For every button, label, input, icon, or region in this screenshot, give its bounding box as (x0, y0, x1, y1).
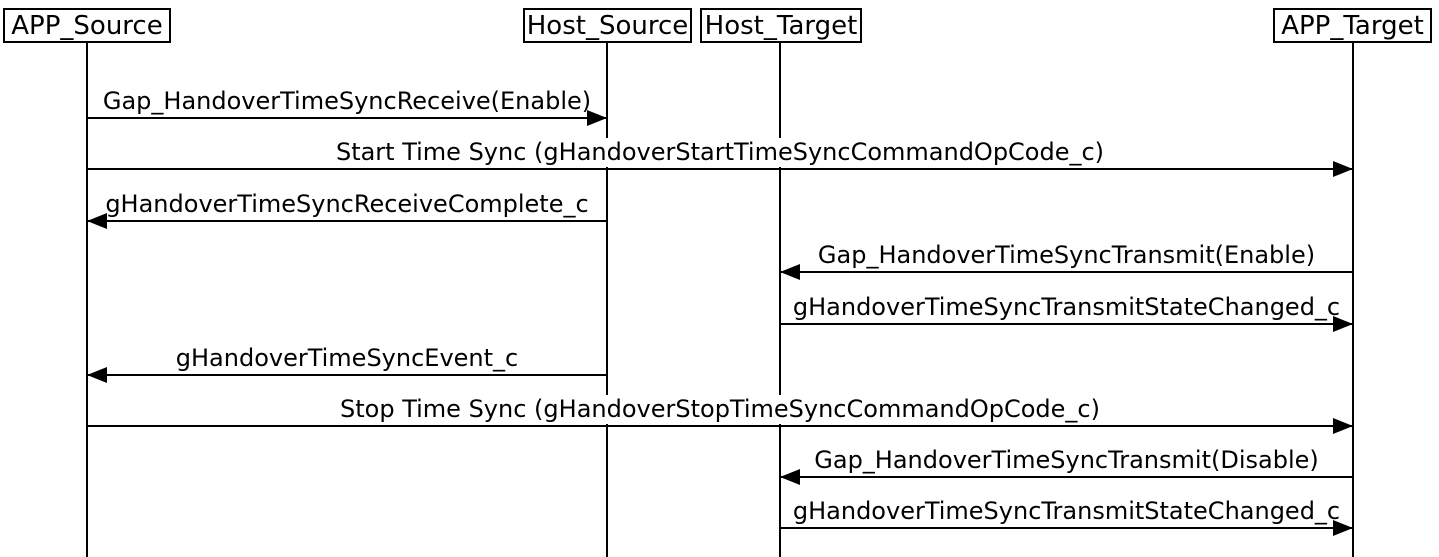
message-arrow-line (87, 117, 607, 119)
lifeline-host-source (606, 43, 608, 557)
lifeline-host-target (779, 43, 781, 557)
message-label: Start Time Sync (gHandoverStartTimeSyncC… (332, 138, 1108, 167)
actor-box-app-source: APP_Source (3, 8, 171, 43)
actor-label: Host_Source (526, 10, 689, 41)
actor-box-app-target: APP_Target (1273, 8, 1432, 43)
actor-label: APP_Target (1281, 10, 1424, 41)
message-arrow-line (780, 476, 1353, 478)
message-arrow-line (87, 374, 607, 376)
message-arrow-line (87, 220, 607, 222)
message-label: Gap_HandoverTimeSyncTransmit(Enable) (814, 241, 1319, 270)
message-label: Gap_HandoverTimeSyncReceive(Enable) (99, 87, 595, 116)
message-label: Gap_HandoverTimeSyncTransmit(Disable) (811, 446, 1322, 475)
message-label: gHandoverTimeSyncTransmitStateChanged_c (789, 497, 1344, 526)
message-arrow-line (780, 271, 1353, 273)
message-label: gHandoverTimeSyncEvent_c (172, 344, 522, 373)
arrowhead-left-icon (780, 469, 800, 485)
arrowhead-right-icon (1333, 418, 1353, 434)
message-arrow-line (780, 323, 1353, 325)
arrowhead-right-icon (587, 110, 607, 126)
message-arrow-line (87, 425, 1353, 427)
actor-label: APP_Source (11, 10, 163, 41)
actor-label: Host_Target (704, 10, 858, 41)
lifeline-app-target (1352, 43, 1354, 557)
message-label: gHandoverTimeSyncReceiveComplete_c (102, 190, 592, 219)
arrowhead-right-icon (1333, 316, 1353, 332)
arrowhead-left-icon (780, 264, 800, 280)
message-label: gHandoverTimeSyncTransmitStateChanged_c (789, 293, 1344, 322)
arrowhead-right-icon (1333, 520, 1353, 536)
arrowhead-right-icon (1333, 161, 1353, 177)
message-arrow-line (780, 527, 1353, 529)
actor-box-host-source: Host_Source (523, 8, 692, 43)
arrowhead-left-icon (87, 367, 107, 383)
message-arrow-line (87, 168, 1353, 170)
arrowhead-left-icon (87, 213, 107, 229)
lifeline-app-source (86, 43, 88, 557)
message-label: Stop Time Sync (gHandoverStopTimeSyncCom… (337, 395, 1103, 424)
actor-box-host-target: Host_Target (700, 8, 862, 43)
